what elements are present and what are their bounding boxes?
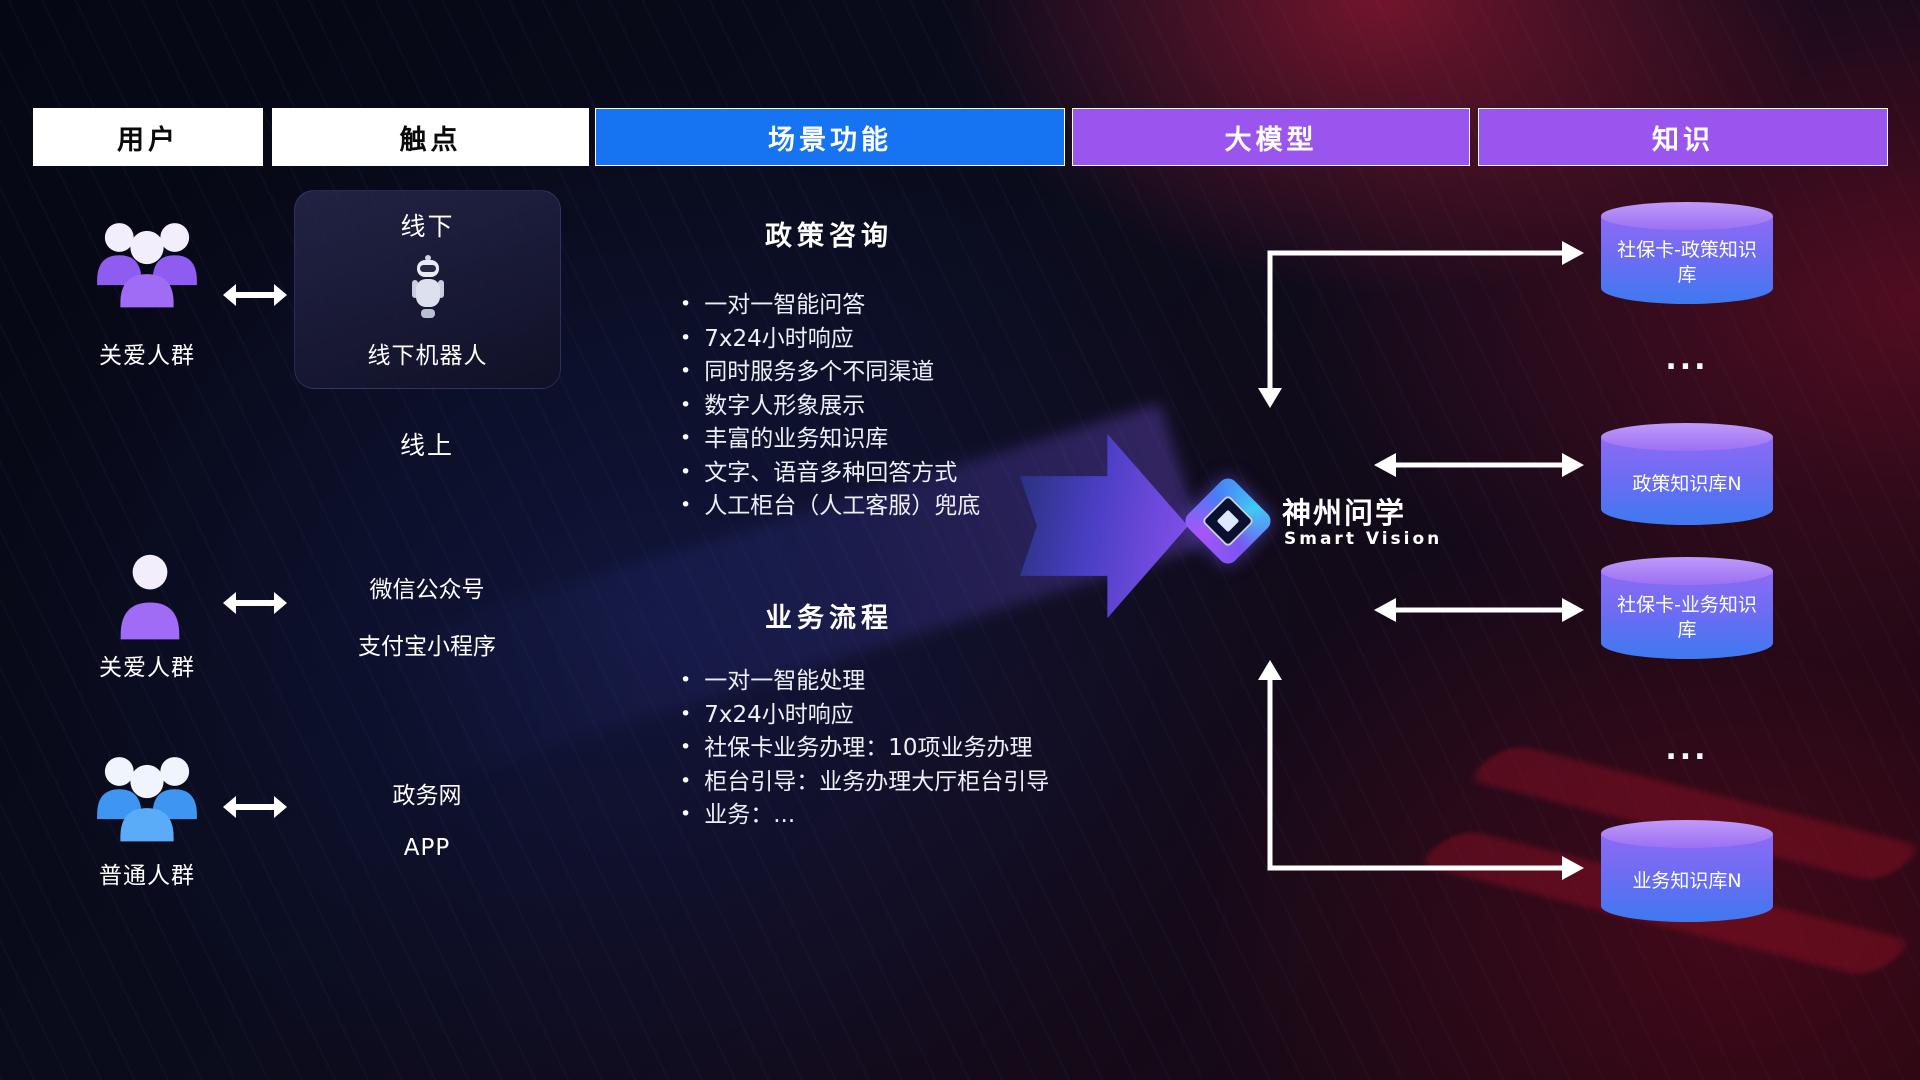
user-group-label: 关爱人群 bbox=[99, 655, 195, 681]
online-title: 线上 bbox=[399, 431, 454, 460]
brand-logo-icon bbox=[1181, 474, 1275, 568]
bidirectional-arrow-icon bbox=[222, 280, 288, 310]
list-item: 7x24小时响应 bbox=[680, 699, 1049, 733]
list-item: 人工柜台（人工客服）兜底 bbox=[680, 490, 980, 524]
column-header-knowledge: 知识 bbox=[1478, 108, 1888, 166]
touchpoint-wechat: 微信公众号 bbox=[369, 577, 485, 603]
list-item: 社保卡业务办理：10项业务办理 bbox=[680, 732, 1049, 766]
policy-section-title: 政策咨询 bbox=[765, 221, 893, 252]
db-label: 社保卡-政策知识库 bbox=[1617, 239, 1757, 286]
group-users-blue-icon bbox=[86, 748, 208, 850]
touchpoint-alipay: 支付宝小程序 bbox=[358, 634, 496, 660]
list-item: 同时服务多个不同渠道 bbox=[680, 356, 980, 390]
business-feature-list: 一对一智能处理 7x24小时响应 社保卡业务办理：10项业务办理 柜台引导：业务… bbox=[680, 665, 1049, 833]
column-header-touchpoint: 触点 bbox=[272, 108, 589, 166]
group-users-purple-icon bbox=[86, 214, 208, 316]
list-item: 业务：... bbox=[680, 799, 1049, 833]
list-item: 一对一智能问答 bbox=[680, 289, 980, 323]
single-user-purple-icon bbox=[112, 550, 188, 646]
database-icon-policy-n: 政策知识库N bbox=[1601, 423, 1773, 525]
touchpoint-gov-web: 政务网 bbox=[392, 783, 462, 809]
list-item: 数字人形象展示 bbox=[680, 390, 980, 424]
list-item: 丰富的业务知识库 bbox=[680, 423, 980, 457]
offline-title: 线下 bbox=[400, 212, 455, 241]
ellipsis-label: ... bbox=[1665, 342, 1709, 377]
db-label: 业务知识库N bbox=[1632, 869, 1742, 892]
column-header-model: 大模型 bbox=[1072, 108, 1470, 166]
bidirectional-arrow-icon bbox=[222, 588, 288, 618]
list-item: 柜台引导：业务办理大厅柜台引导 bbox=[680, 766, 1049, 800]
user-group-label: 关爱人群 bbox=[99, 343, 195, 369]
robot-icon bbox=[406, 254, 450, 325]
bidirectional-arrow-icon bbox=[222, 792, 288, 822]
user-group-label: 普通人群 bbox=[99, 863, 195, 889]
database-icon-business-n: 业务知识库N bbox=[1601, 820, 1773, 922]
db-label: 社保卡-业务知识库 bbox=[1617, 594, 1757, 641]
column-header-user: 用户 bbox=[33, 108, 263, 166]
database-icon-policy-socialcard: 社保卡-政策知识库 bbox=[1601, 202, 1773, 304]
list-item: 文字、语音多种回答方式 bbox=[680, 457, 980, 491]
offline-robot-label: 线下机器人 bbox=[367, 343, 488, 369]
brand-name: 神州问学 bbox=[1282, 496, 1407, 530]
offline-touchpoint-card: 线下 线下机器人 bbox=[294, 190, 561, 389]
touchpoint-app: APP bbox=[403, 835, 451, 861]
database-icon-business-socialcard: 社保卡-业务知识库 bbox=[1601, 557, 1773, 659]
brand-subtitle: Smart Vision bbox=[1284, 529, 1443, 549]
policy-feature-list: 一对一智能问答 7x24小时响应 同时服务多个不同渠道 数字人形象展示 丰富的业… bbox=[680, 289, 980, 524]
list-item: 一对一智能处理 bbox=[680, 665, 1049, 699]
ellipsis-label: ... bbox=[1665, 732, 1709, 767]
column-header-functions: 场景功能 bbox=[595, 108, 1065, 166]
db-label: 政策知识库N bbox=[1632, 472, 1742, 495]
business-section-title: 业务流程 bbox=[765, 603, 893, 634]
list-item: 7x24小时响应 bbox=[680, 323, 980, 357]
